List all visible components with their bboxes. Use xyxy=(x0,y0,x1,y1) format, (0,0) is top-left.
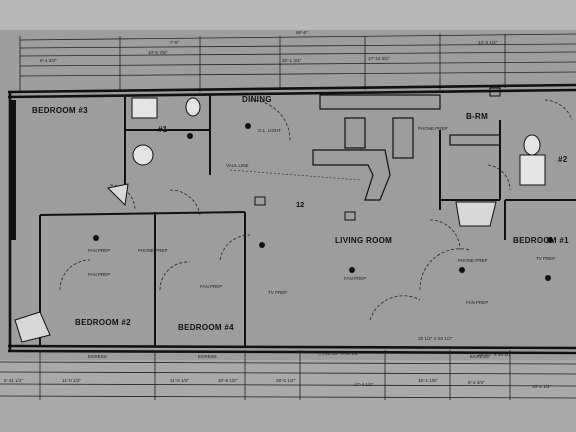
top-dimension-a: 7'-5" xyxy=(170,40,180,45)
bath-1-label: #1 xyxy=(158,125,168,134)
fan-prep-note-5: FAN PREP xyxy=(88,272,111,277)
fan-prep-note-3: FAN PREP xyxy=(344,276,367,281)
bedroom-2-label: BEDROOM #2 xyxy=(75,318,131,327)
dining-label: DINING xyxy=(242,95,272,104)
bottom-dimension-e: 28'-0 1/2" xyxy=(276,378,296,383)
top-dimension-f: 6'-4 3/4" xyxy=(40,58,57,63)
window-dimension-c: 26 1/2" X 60 1/2" xyxy=(418,336,453,341)
phone-prep-note-2: PHONE PREP xyxy=(418,126,448,131)
phone-prep-note-1: PHONE PREP xyxy=(138,248,168,253)
fan-prep-note-4: FAN PREP xyxy=(466,300,489,305)
fan-prep-note-1: FAN PREP xyxy=(88,248,111,253)
egress-note-2: EGRESS xyxy=(198,354,217,359)
overall-top-dimension: 66'-6" xyxy=(296,30,308,35)
tv-prep-note-2: TV PREP xyxy=(536,256,556,261)
bath-2-label: #2 xyxy=(558,155,568,164)
bottom-dimension-d: 10'-6 1/2" xyxy=(218,378,238,383)
phone-prep-note-3: PHONE PREP xyxy=(458,258,488,263)
fan-prep-note-2: FAN PREP xyxy=(200,284,223,289)
egress-note-1: EGRESS xyxy=(88,354,107,359)
bottom-dimension-i: 10'-1 1/2" xyxy=(532,384,552,389)
bottom-dimension-h: 6'-4 3/4" xyxy=(468,380,485,385)
marker-number: 12 xyxy=(296,200,305,209)
bottom-dimension-g: 15'-1 1/8" xyxy=(418,378,438,383)
top-dimension-d: 17'-11 3/4" xyxy=(368,56,390,61)
ol-light-note: O.L. LIGHT xyxy=(258,128,282,133)
bottom-dimension-a: 5'-11 1/2" xyxy=(4,378,24,383)
bottom-dimension-b: 11'-0 1/2" xyxy=(62,378,82,383)
top-dimension-c: 20'-1 3/4" xyxy=(282,58,302,63)
bedroom-4-label: BEDROOM #4 xyxy=(178,323,234,332)
b-rm-label: B-RM xyxy=(466,112,489,121)
vaul-line-note: VAUL LINE xyxy=(226,163,249,168)
tv-prep-note-1: TV PREP xyxy=(268,290,288,295)
window-dimension-b: 28 1/2" X 60 1/2" xyxy=(478,352,513,357)
bottom-dimension-c: 11'-8 1/2" xyxy=(170,378,190,383)
bottom-dimension-f: 17'-4 1/2" xyxy=(354,382,374,387)
bedroom-1-label: BEDROOM #1 xyxy=(513,236,569,245)
bedroom-3-label: BEDROOM #3 xyxy=(32,106,88,115)
top-dimension-e: 12'-3 1/2" xyxy=(478,40,498,45)
egress-note-3: EGRESS xyxy=(470,354,489,359)
window-dimension-a: (7) 28 1/2" X 60 1/2" xyxy=(318,351,360,356)
top-dimension-b: 10'-6 7/8" xyxy=(148,50,168,55)
living-room-label: LIVING ROOM xyxy=(335,236,393,245)
